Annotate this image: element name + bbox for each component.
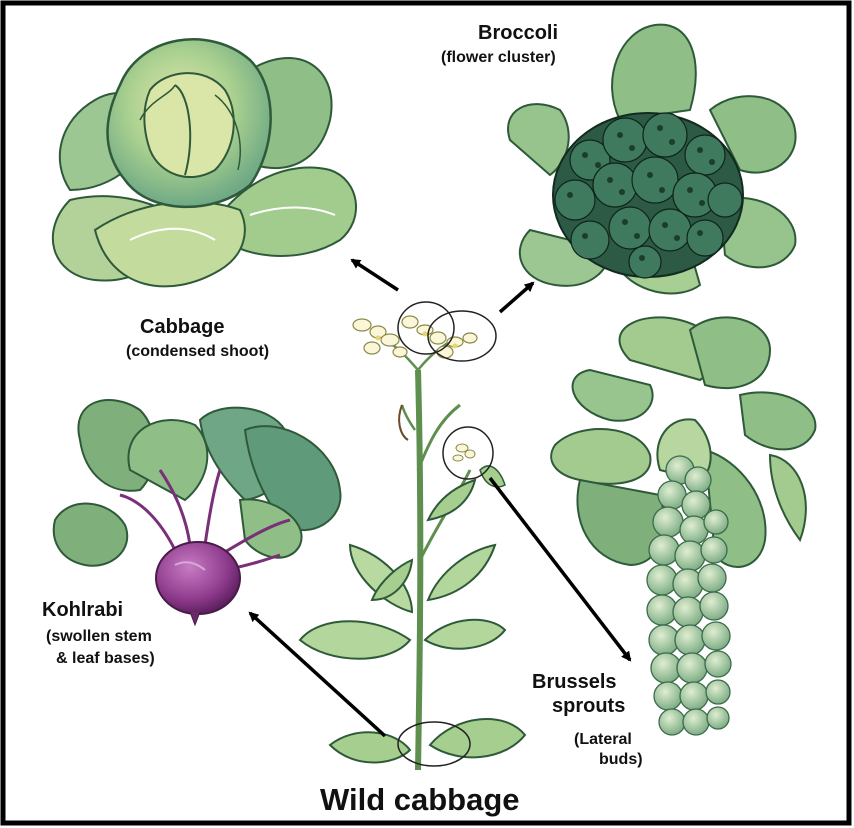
kohlrabi-note-line1: (swollen stem: [46, 628, 152, 645]
cabbage-label: Cabbage: [140, 316, 224, 338]
broccoli-note: (flower cluster): [441, 49, 556, 66]
brussels-label-line2: sprouts: [552, 695, 625, 717]
cabbage-note: (condensed shoot): [126, 343, 269, 360]
kohlrabi-label: Kohlrabi: [42, 599, 123, 621]
broccoli-label: Broccoli: [478, 22, 558, 44]
brussels-note-line1: (Lateral: [574, 731, 632, 748]
brussels-label-line1: Brussels: [532, 671, 617, 693]
kohlrabi-note-line2: & leaf bases): [56, 650, 155, 667]
brussels-note-line2: buds): [599, 751, 643, 768]
diagram-title: Wild cabbage: [320, 782, 520, 817]
